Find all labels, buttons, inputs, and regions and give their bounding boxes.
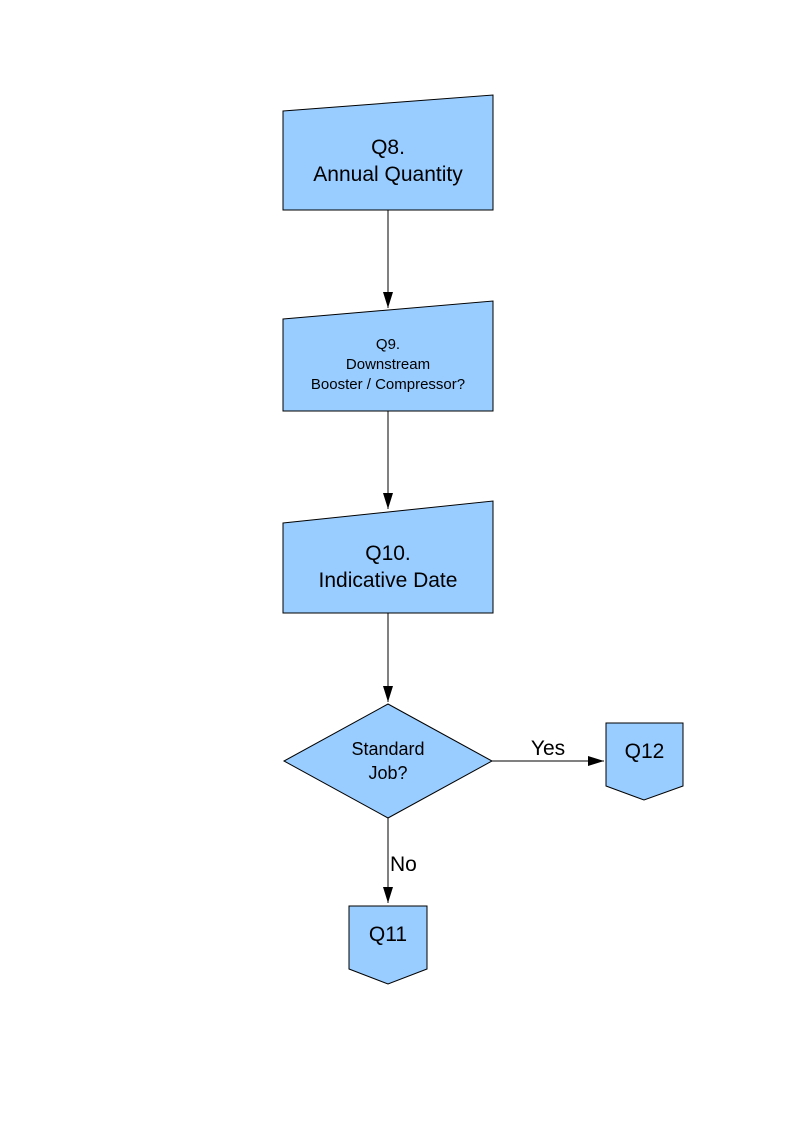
node-decision-line1: Standard [351, 738, 425, 759]
node-q10-line2: Indicative Date [318, 569, 458, 592]
node-q9-line1: Q9. [375, 336, 401, 353]
node-q9-shape [282, 300, 494, 412]
node-q9-line3: Booster / Compressor? [310, 376, 466, 393]
node-q8-line1: Q8. [371, 135, 405, 159]
node-q8-shape [282, 94, 494, 211]
node-q10-line1: Q10. [365, 542, 411, 565]
node-q9-line2: Downstream [345, 356, 431, 373]
node-q12-label: Q12 [606, 723, 683, 781]
node-q8-line2: Annual Quantity [313, 162, 463, 186]
node-q11-text: Q11 [368, 923, 408, 946]
edge-yes-label: Yes [500, 736, 596, 761]
edge-no-label: No [390, 851, 460, 877]
node-decision-line2: Job? [368, 762, 408, 783]
node-decision-shape [282, 703, 494, 819]
node-q11-label: Q11 [349, 906, 427, 964]
node-q12-shape [605, 722, 684, 801]
edge-no-text: No [390, 852, 417, 876]
node-q9-label: Q9. Downstream Booster / Compressor? [283, 319, 493, 411]
node-q10-label: Q10. Indicative Date [283, 517, 493, 617]
node-q8-label: Q8. Annual Quantity [283, 111, 493, 210]
edge-yes-text: Yes [530, 737, 566, 760]
node-q12-text: Q12 [624, 740, 665, 763]
node-q10-shape [282, 500, 494, 614]
node-q11-shape [348, 905, 428, 985]
node-decision-label: Standard Job? [308, 729, 468, 792]
